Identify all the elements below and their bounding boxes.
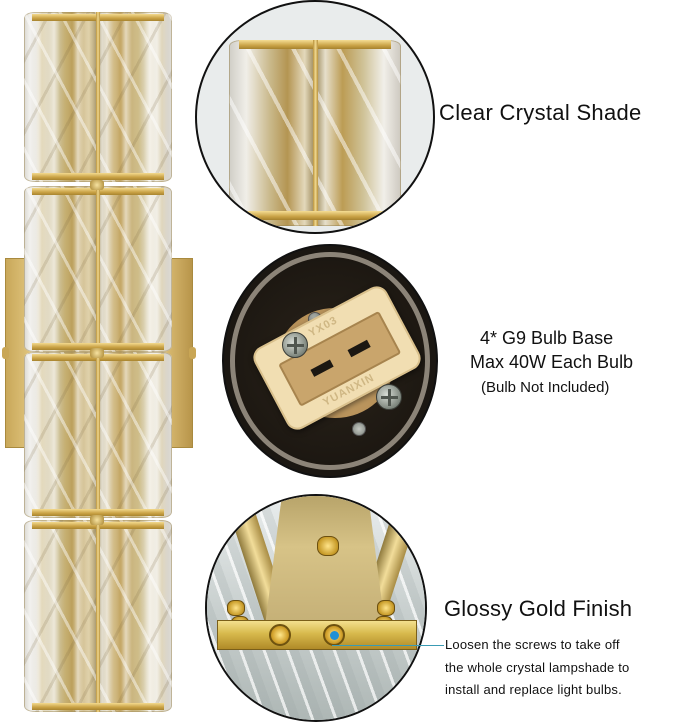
finish-note-line: install and replace light bulbs. bbox=[445, 682, 622, 697]
screw-icon bbox=[376, 384, 402, 410]
finish-caption: Glossy Gold Finish bbox=[444, 596, 633, 621]
crystal-shade-3 bbox=[24, 352, 172, 518]
socket-closeup-circle: YX03 YUANXIN bbox=[222, 244, 438, 478]
contact-pin bbox=[310, 359, 334, 377]
mounting-knob-right bbox=[189, 347, 196, 359]
crystal-shade-closeup bbox=[229, 40, 401, 226]
nut-icon bbox=[227, 600, 245, 616]
shade-closeup-circle bbox=[195, 0, 435, 234]
contact-pin bbox=[347, 339, 371, 358]
gold-joint bbox=[90, 515, 104, 525]
gold-joint bbox=[90, 180, 104, 190]
gold-joint bbox=[90, 348, 104, 358]
crystal-shade-2 bbox=[24, 186, 172, 352]
crystal-shade-1 bbox=[24, 12, 172, 182]
finish-closeup-circle bbox=[205, 494, 427, 722]
bulb-wattage-caption: Max 40W Each Bulb bbox=[470, 352, 634, 372]
mounting-knob-left bbox=[2, 347, 9, 359]
rivet-icon bbox=[352, 422, 366, 436]
bulb-not-included-caption: (Bulb Not Included) bbox=[481, 379, 610, 396]
nut-icon bbox=[317, 536, 339, 556]
finish-note-line: the whole crystal lampshade to bbox=[445, 660, 630, 675]
crystal-shade-4 bbox=[24, 520, 172, 712]
shade-caption: Clear Crystal Shade bbox=[439, 100, 642, 125]
gold-mounting-plate bbox=[265, 496, 385, 626]
finish-note-line: Loosen the screws to take off bbox=[445, 637, 620, 652]
wall-sconce-image bbox=[0, 0, 200, 723]
pointer-dot-icon bbox=[330, 631, 339, 640]
bulb-base-caption: 4* G9 Bulb Base bbox=[480, 328, 614, 348]
screw-icon bbox=[282, 332, 308, 358]
callout-pointer-line bbox=[332, 645, 444, 646]
screw-icon bbox=[269, 624, 291, 646]
nut-icon bbox=[377, 600, 395, 616]
